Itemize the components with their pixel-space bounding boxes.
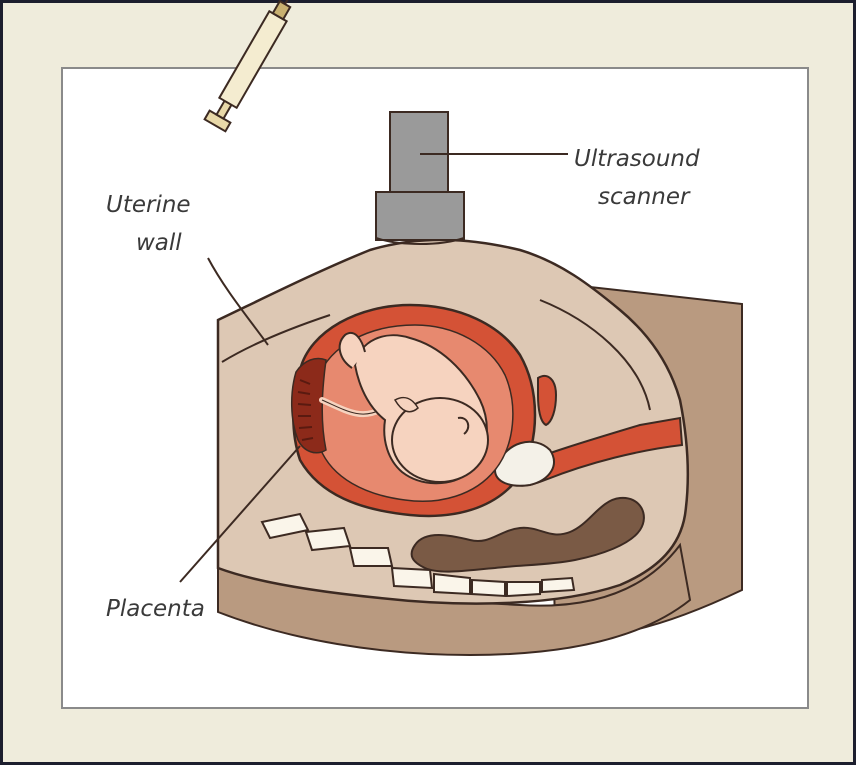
- wall-label: wall: [136, 230, 182, 256]
- uterine-label: Uterine: [106, 192, 191, 218]
- ultrasound-scanner-icon: [376, 112, 464, 244]
- placenta-label: Placenta: [106, 596, 205, 622]
- syringe-icon: [205, 0, 361, 131]
- scanner-label: scanner: [598, 184, 691, 210]
- ultrasound-label: Ultrasound: [574, 146, 700, 172]
